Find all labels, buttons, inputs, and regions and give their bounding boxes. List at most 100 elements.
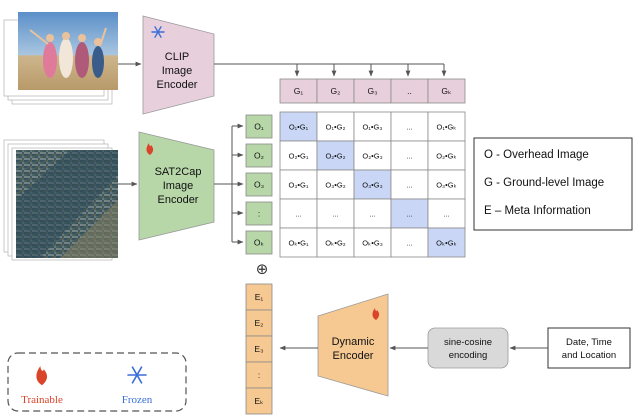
matrix-cell-label: ... <box>369 210 375 219</box>
col-header-label: .. <box>407 86 412 96</box>
meta-cell-label: E₂ <box>255 318 264 328</box>
col-header-cell <box>353 78 392 104</box>
row-header-cell <box>245 143 273 168</box>
matrix-cell <box>316 169 355 200</box>
matrix-cell-label: Oₖ•Gₖ <box>436 239 457 248</box>
matrix-cell-label: O₃•G₃ <box>362 181 382 190</box>
dynamic-encoder: Dynamic Encoder <box>317 293 389 397</box>
ground-image-stack <box>3 12 118 105</box>
matrix-cell <box>427 198 466 229</box>
row-header-label: : <box>258 209 260 219</box>
matrix-cell-label: ... <box>406 152 412 161</box>
sine-cosine-label-1: sine-cosine <box>444 337 492 348</box>
sat2cap-output-connectors <box>214 123 244 245</box>
matrix-cell-label: O₂•Gₖ <box>436 152 456 161</box>
matrix-cell-label: Oₖ•G₂ <box>325 239 345 248</box>
matrix-cell-diagonal <box>316 140 355 171</box>
input-label-1: Date, Time <box>566 337 612 348</box>
matrix-cell <box>427 140 466 171</box>
row-header-label: O₁ <box>254 122 264 132</box>
matrix-cell-label: ... <box>406 210 412 219</box>
matrix-cell-label: Oₖ•G₁ <box>288 239 308 248</box>
matrix-cell-label: O₂•G₂ <box>325 152 345 161</box>
meta-cell-label: E₃ <box>254 344 263 354</box>
input-label-2: and Location <box>562 350 616 361</box>
dynamic-encoder-label-2: Encoder <box>333 350 374 362</box>
legend-box: O - Overhead Image G - Ground-level Imag… <box>473 137 633 231</box>
sine-cosine-encoding-box: sine-cosine encoding <box>427 327 509 369</box>
clip-encoder-label-3: Encoder <box>157 79 198 91</box>
col-header-cell <box>427 78 466 104</box>
fire-icon <box>146 143 154 155</box>
sat2cap-image-encoder: SAT2Cap Image Encoder <box>138 131 215 241</box>
meta-cell <box>245 335 273 363</box>
row-header-label: Oₖ <box>254 238 265 248</box>
matrix-column-headers: G₁ G₂ G₃.. Gₖ <box>279 78 466 104</box>
matrix-cell-label: O₃•G₁ <box>289 181 309 190</box>
meta-cell-label: : <box>258 370 260 380</box>
matrix-row-headers: O₁ O₂ O₃: Oₖ <box>245 114 273 255</box>
icon-key-box: Trainable Frozen <box>7 352 187 412</box>
col-header-label: Gₖ <box>441 86 452 96</box>
row-header-cell <box>245 114 273 139</box>
meta-information-column: E₁ E₂ E₃: Eₖ <box>245 283 273 415</box>
matrix-cell <box>390 111 429 142</box>
matrix-cell-label: O₁•G₁ <box>289 123 309 132</box>
col-header-cell <box>390 78 429 104</box>
row-header-cell <box>245 230 273 255</box>
meta-cell <box>245 387 273 415</box>
matrix-cell <box>427 111 466 142</box>
matrix-cell <box>279 198 318 229</box>
clip-encoder-label-2: Image <box>162 65 193 77</box>
matrix-cell <box>316 111 355 142</box>
matrix-cell-label: ... <box>406 123 412 132</box>
matrix-cell-label: O₂•G₃ <box>362 152 382 161</box>
row-header-cell <box>245 172 273 197</box>
meta-cell-label: E₁ <box>255 292 264 302</box>
matrix-cell-label: O₂•G₁ <box>289 152 309 161</box>
satellite-image-stack <box>3 139 118 261</box>
frozen-label: Frozen <box>122 394 153 406</box>
sat2cap-encoder-label-3: Encoder <box>158 194 199 206</box>
fire-icon <box>372 308 380 320</box>
overhead-satellite-photo <box>16 150 118 258</box>
matrix-cell-diagonal <box>427 227 466 258</box>
trainable-label: Trainable <box>21 394 63 406</box>
matrix-cell-label: O₃•G₂ <box>325 181 345 190</box>
sat2cap-encoder-label-2: Image <box>163 180 194 192</box>
matrix-cell <box>390 169 429 200</box>
date-time-location-box: Date, Time and Location <box>547 327 631 369</box>
col-header-cell <box>316 78 355 104</box>
dynamic-encoder-label-1: Dynamic <box>332 336 375 348</box>
sat2cap-encoder-label-1: SAT2Cap <box>155 166 202 178</box>
row-header-label: O₂ <box>254 151 264 161</box>
matrix-cell-label: O₁•Gₖ <box>436 123 456 132</box>
clip-image-encoder: CLIP Image Encoder <box>142 15 215 115</box>
clip-output-connectors <box>214 63 447 77</box>
matrix-cell-label: ... <box>443 210 449 219</box>
matrix-cell-label: O₃•Gₖ <box>436 181 457 190</box>
snowflake-icon <box>127 366 147 384</box>
row-header-label: O₃ <box>254 180 264 190</box>
matrix-cell-label: ... <box>406 181 412 190</box>
col-header-label: G₃ <box>367 86 377 96</box>
meta-cell <box>245 361 273 389</box>
matrix-cell-label: ... <box>406 239 412 248</box>
legend-meta: E – Meta Information <box>484 205 591 217</box>
matrix-cell <box>427 169 466 200</box>
col-header-label: G₂ <box>331 86 341 96</box>
matrix-cell-label: Oₖ•G₃ <box>362 239 383 248</box>
sine-cosine-label-2: encoding <box>449 350 488 361</box>
meta-cell-label: Eₖ <box>254 396 264 406</box>
matrix-cell <box>353 140 392 171</box>
ground-level-photo <box>18 12 118 90</box>
matrix-cell <box>279 140 318 171</box>
clip-encoder-label-1: CLIP <box>165 51 189 63</box>
legend-overhead: O - Overhead Image <box>484 149 589 161</box>
matrix-cell-label: ... <box>332 210 338 219</box>
meta-cell <box>245 283 273 311</box>
legend-ground: G - Ground-level Image <box>484 177 604 189</box>
col-header-label: G₁ <box>294 86 304 96</box>
